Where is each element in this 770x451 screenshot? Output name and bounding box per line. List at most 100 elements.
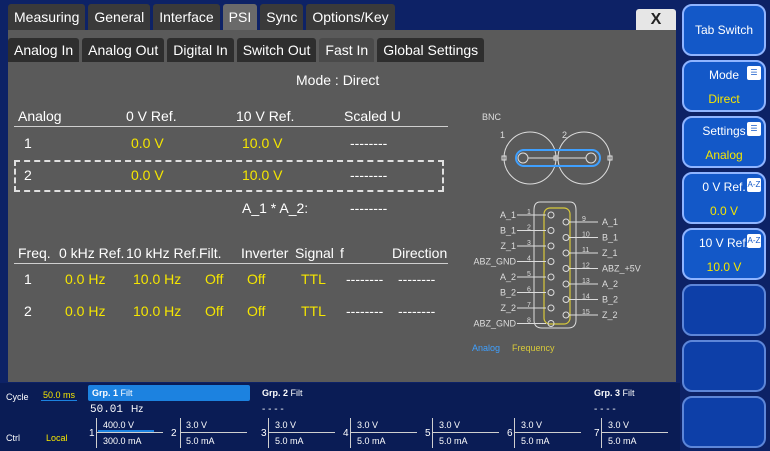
ref0-button-title: 0 V Ref. [702, 180, 746, 194]
dsub-left-pin-number: 5 [527, 271, 531, 278]
channel-3[interactable] [268, 418, 340, 448]
cycle-value[interactable]: 50.0 ms [41, 390, 78, 401]
channel-3-number: 3 [261, 428, 267, 439]
freq-row-1-ref0[interactable]: 0.0 Hz [65, 271, 106, 287]
freq-row-2-ref10[interactable]: 10.0 Hz [133, 303, 182, 319]
tab-measuring[interactable]: Measuring [8, 4, 86, 30]
dsub-left-label: B_1 [500, 226, 516, 236]
channel-4-current: 5.0 mA [357, 436, 386, 446]
list-icon: ☰ [747, 122, 761, 136]
mode-button[interactable]: ☰ Mode Direct [682, 60, 766, 112]
softkey-7[interactable] [682, 340, 766, 392]
channel-5-number: 5 [425, 428, 431, 439]
keyboard-az-icon: A-Z [747, 178, 761, 192]
group-1-header[interactable] [88, 385, 250, 401]
analog-header-divider [14, 126, 448, 127]
ref10-button[interactable]: A-Z 10 V Ref. 10.0 V [682, 228, 766, 280]
bnc-link [515, 149, 601, 167]
channel-7[interactable] [601, 418, 673, 448]
subtab-analog-in[interactable]: Analog In [8, 38, 80, 62]
tab-switch-label: Tab Switch [694, 23, 754, 37]
analog-row-2-ref0[interactable]: 0.0 V [131, 167, 164, 183]
bnc-pin-1-label: 1 [500, 130, 505, 140]
channel-2[interactable] [180, 418, 252, 448]
dsub-left-pin-number: 6 [527, 287, 531, 294]
legend-analog-text: Analog [472, 343, 501, 353]
dsub-right-label: A_2 [602, 279, 618, 289]
analog-row-2-ref10[interactable]: 10.0 V [242, 167, 283, 183]
close-button[interactable]: X [636, 9, 676, 31]
ref0-button[interactable]: A-Z 0 V Ref. 0.0 V [682, 172, 766, 224]
group-3-filt: Filt [622, 388, 635, 398]
mode-label: Mode : Direct [296, 72, 380, 88]
freq-header-filt: Filt. [199, 245, 222, 261]
dsub-right-pin [562, 311, 570, 319]
dsub-left-pin [547, 211, 555, 219]
freq-row-2-inverter[interactable]: Off [247, 303, 266, 319]
subtab-switch-out[interactable]: Switch Out [236, 38, 317, 62]
tab-sync[interactable]: Sync [260, 4, 304, 30]
tab-options-key[interactable]: Options/Key [306, 4, 395, 30]
channel-5-divider [433, 432, 499, 433]
freq-row-1-inverter[interactable]: Off [247, 271, 266, 287]
dsub-right-pin-number: 14 [582, 294, 590, 301]
sub-tab-bar: Analog In Analog Out Digital In Switch O… [8, 38, 485, 62]
freq-header-divider [14, 263, 448, 264]
channel-5[interactable] [432, 418, 504, 448]
cycle-label: Cycle [6, 392, 29, 402]
channel-6-current: 5.0 mA [521, 436, 550, 446]
analog-header-scaled: Scaled U [344, 108, 401, 124]
subtab-analog-out[interactable]: Analog Out [82, 38, 165, 62]
bnc-pin-2-hole [585, 152, 597, 164]
legend-frequency: Frequency [512, 343, 555, 353]
freq-row-2-ref0[interactable]: 0.0 Hz [65, 303, 106, 319]
bnc-title: BNC [482, 112, 502, 122]
settings-button[interactable]: ☰ Settings Analog [682, 116, 766, 168]
analog-row-2-selection[interactable] [14, 160, 444, 192]
analog-row-2-ch: 2 [24, 167, 32, 183]
group-3-title: Grp. 3 Filt [594, 388, 635, 398]
bnc-stub-right-1 [553, 155, 559, 161]
freq-row-2-signal[interactable]: TTL [301, 303, 326, 319]
subtab-fast-in[interactable]: Fast In [319, 38, 375, 62]
channel-1-number: 1 [89, 428, 95, 439]
tab-switch-button[interactable]: Tab Switch [682, 4, 766, 56]
top-tab-bar: Measuring General Interface PSI Sync Opt… [8, 4, 395, 30]
freq-row-1-ref10[interactable]: 10.0 Hz [133, 271, 182, 287]
channel-6[interactable] [514, 418, 586, 448]
channel-2-current: 5.0 mA [186, 436, 215, 446]
ref10-button-value: 10.0 V [706, 260, 742, 274]
analog-row-1-ref0[interactable]: 0.0 V [131, 135, 164, 151]
subtab-global-settings[interactable]: Global Settings [377, 38, 485, 62]
bnc-diagram: BNC 1 2 [482, 112, 613, 185]
dsub-left-label: Z_2 [500, 303, 516, 313]
freq-row-2-filt[interactable]: Off [205, 303, 224, 319]
softkey-8[interactable] [682, 396, 766, 448]
subtab-digital-in[interactable]: Digital In [167, 38, 234, 62]
dsub-right-pin [562, 296, 570, 303]
dsub-left-pin [547, 258, 555, 265]
tab-interface[interactable]: Interface [153, 4, 220, 30]
formula-label: A_1 * A_2: [242, 200, 309, 216]
channel-5-current: 5.0 mA [439, 436, 468, 446]
bnc-stub-right-2 [607, 155, 613, 161]
channel-4[interactable] [350, 418, 422, 448]
channel-1[interactable] [96, 418, 168, 448]
channel-6-voltage: 3.0 V [521, 420, 543, 430]
dsub-left-pin-number: 2 [527, 225, 531, 232]
dsub-right-pin [562, 234, 570, 241]
group-2-filt: Filt [290, 388, 303, 398]
freq-row-1-filt[interactable]: Off [205, 271, 224, 287]
group-1-frequency: 50.01 [90, 404, 124, 416]
tab-general[interactable]: General [88, 4, 151, 30]
softkey-6[interactable] [682, 284, 766, 336]
tab-psi[interactable]: PSI [222, 4, 258, 30]
analog-row-1-ref10[interactable]: 10.0 V [242, 135, 283, 151]
freq-row-1-signal[interactable]: TTL [301, 271, 326, 287]
channel-7-voltage: 3.0 V [608, 420, 630, 430]
group-1-label: Grp. 1 [92, 388, 119, 398]
dsub-right-label: Z_1 [602, 248, 618, 258]
dsub-left-pin [547, 227, 555, 234]
